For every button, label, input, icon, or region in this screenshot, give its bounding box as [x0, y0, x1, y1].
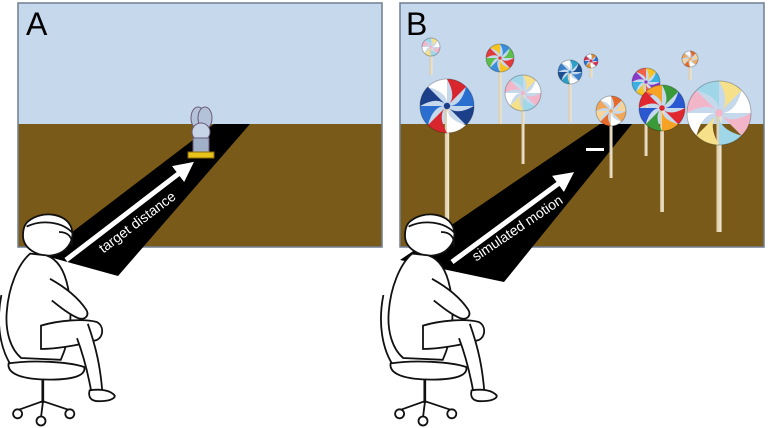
lollipop-icon — [557, 59, 583, 85]
lollipop-icon — [421, 37, 441, 57]
lollipop-icon — [681, 50, 699, 68]
lollipop-field — [419, 37, 752, 232]
panel-b-letter: B — [406, 6, 427, 42]
panel-a: target distance A — [0, 2, 383, 427]
simulated-motion-arrow — [450, 172, 575, 265]
panel-b: simulated motion B — [379, 2, 765, 427]
lollipop-icon — [485, 43, 515, 73]
lollipop-stick — [429, 47, 433, 75]
panel-a-sky — [18, 3, 382, 124]
lollipop-stick — [688, 59, 692, 80]
lollipop-icon — [583, 53, 599, 69]
lollipop-stick — [521, 93, 525, 164]
panel-b-road — [400, 124, 632, 282]
lollipop-stick — [444, 106, 450, 232]
panel-a-letter: A — [26, 6, 48, 42]
bunny-figure-icon — [187, 106, 215, 159]
lollipop-stick — [609, 111, 613, 178]
lollipop-icon — [419, 78, 475, 134]
lollipop-stick — [716, 113, 722, 232]
panel-a-frame — [17, 2, 383, 248]
lollipop-icon — [504, 74, 542, 112]
road-marker — [586, 148, 604, 151]
panel-b-frame — [399, 2, 765, 248]
lollipop-icon — [686, 80, 752, 146]
lollipop-stick — [660, 108, 664, 212]
lollipop-stick — [589, 61, 593, 78]
target-distance-arrow — [64, 161, 194, 262]
lollipop-stick — [498, 58, 502, 124]
lollipop-icon — [595, 95, 627, 127]
lollipop-icon — [638, 84, 686, 132]
lollipop-stick — [568, 72, 572, 122]
